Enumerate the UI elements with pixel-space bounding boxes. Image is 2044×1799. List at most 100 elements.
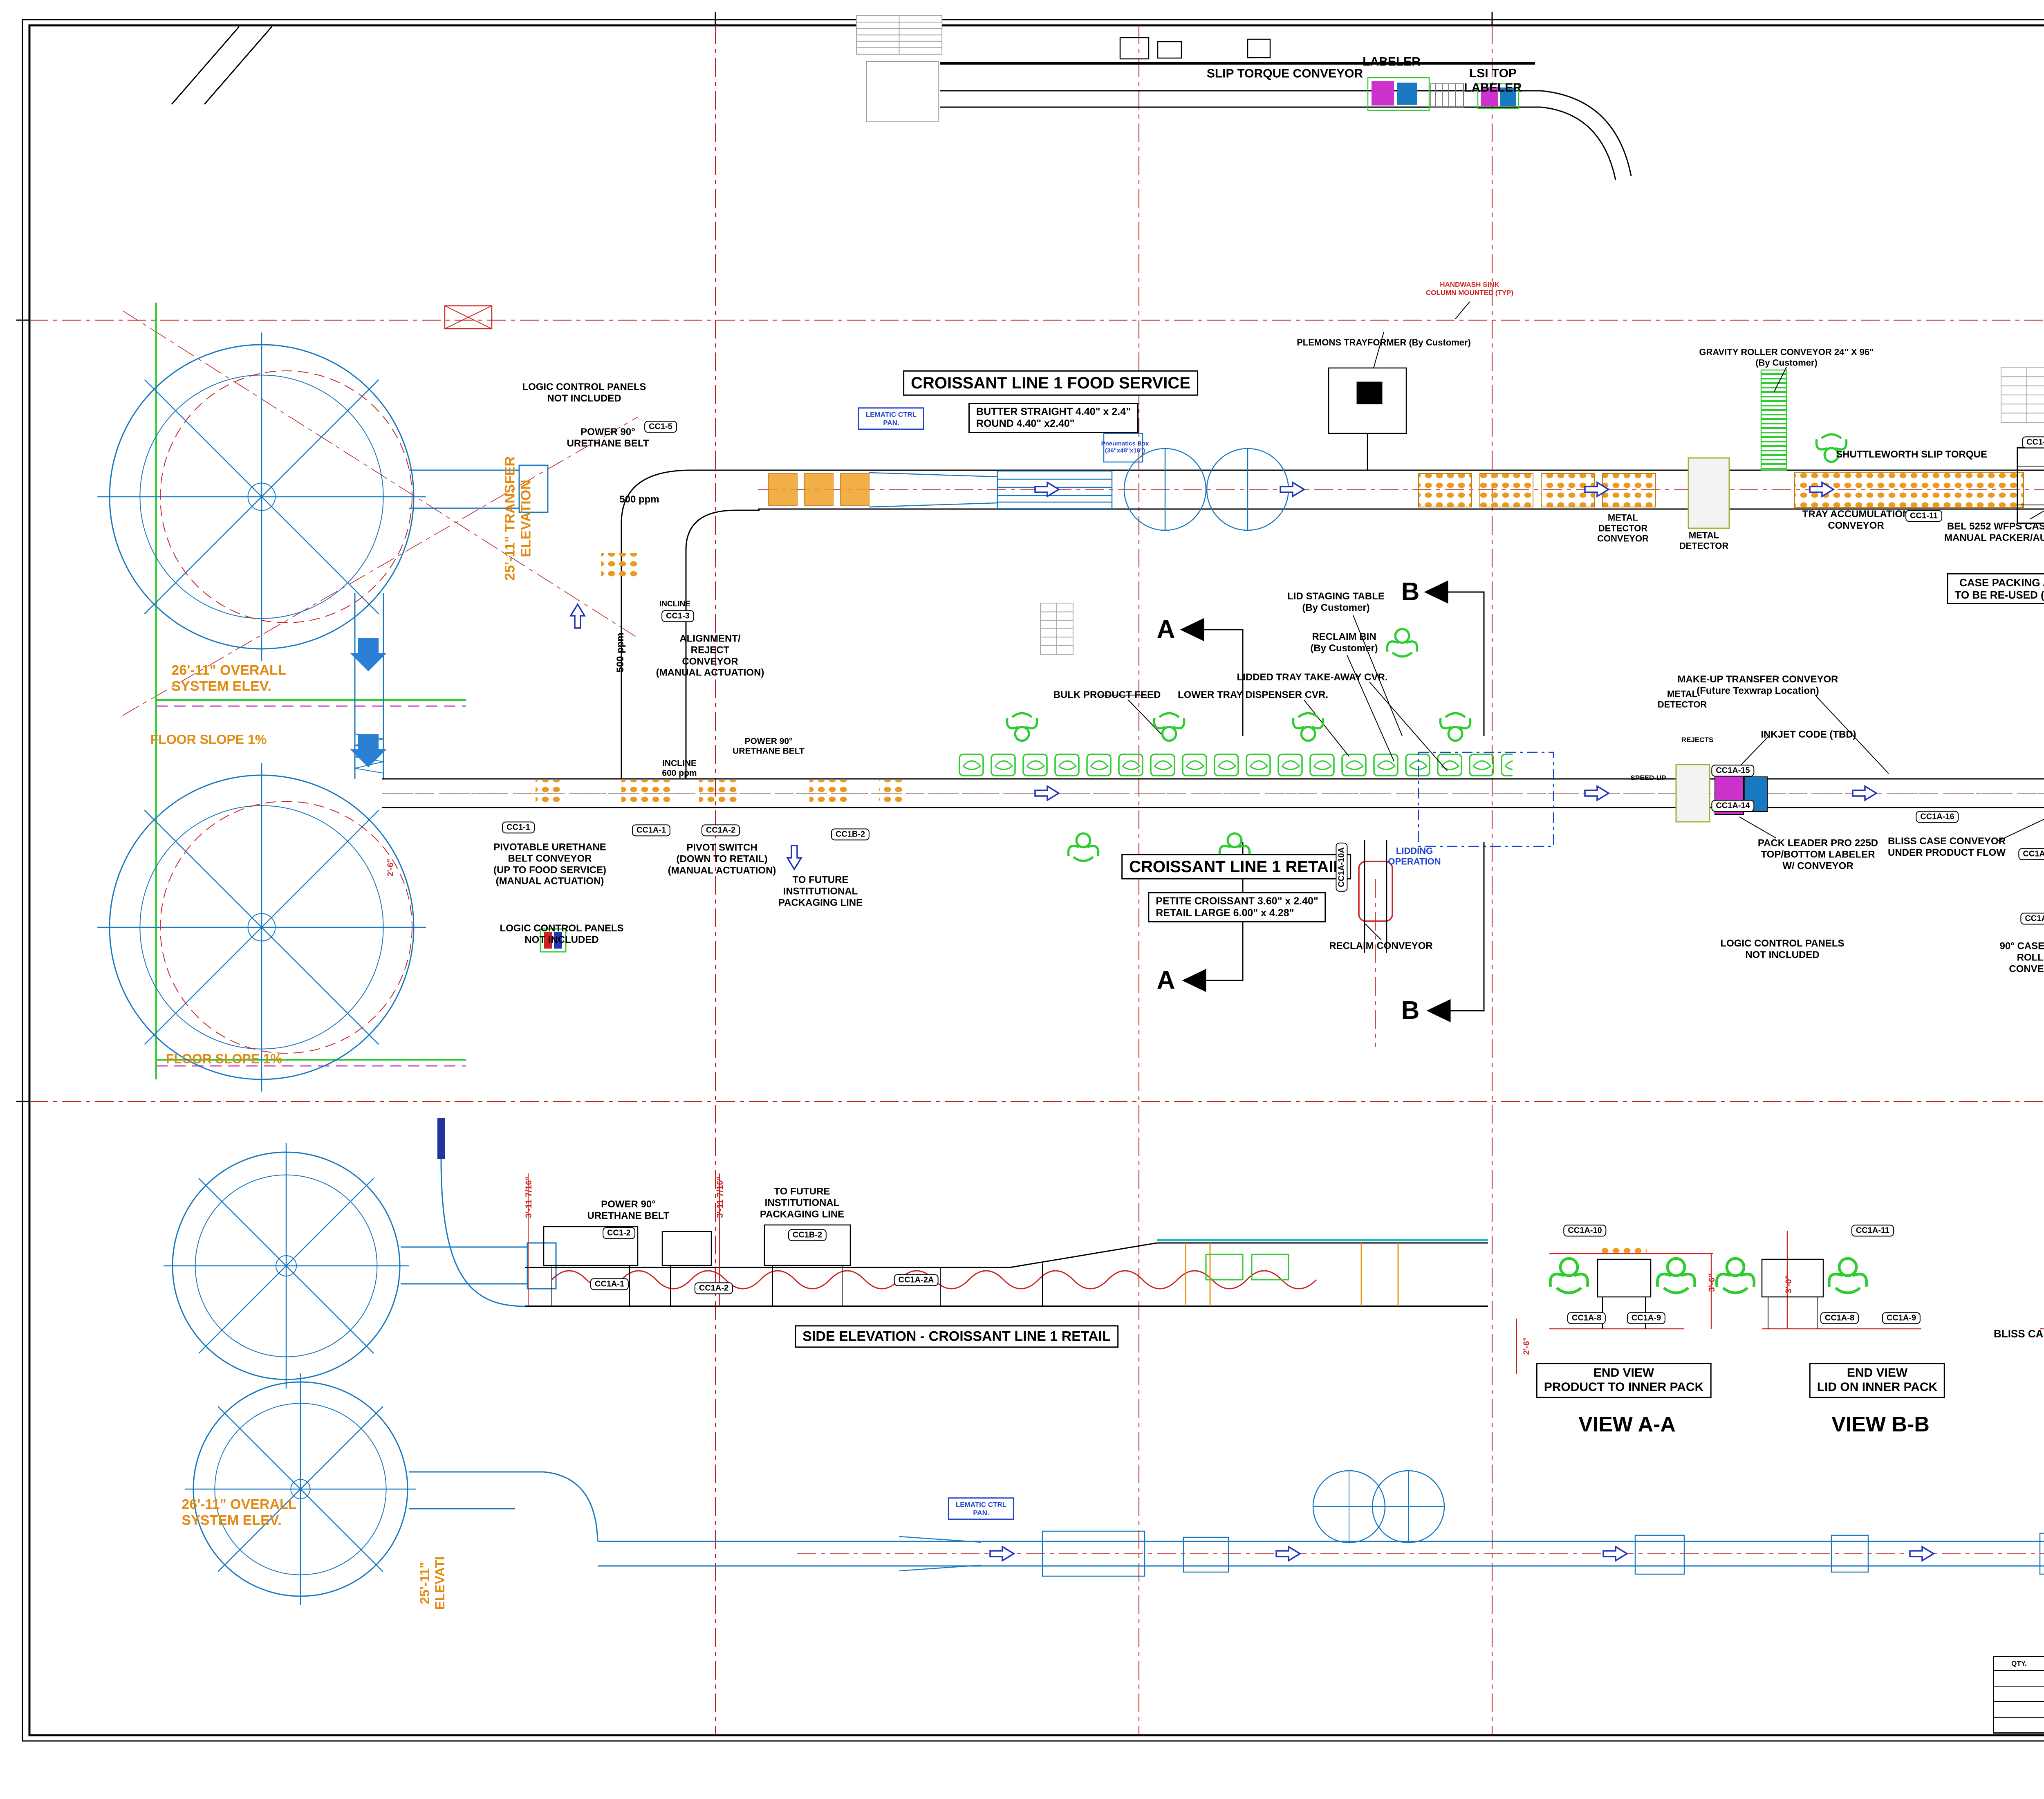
leader-lines <box>1100 301 2044 940</box>
to-future-label-1: TO FUTURE INSTITUTIONAL PACKAGING LINE <box>778 874 863 908</box>
reclaim-conveyor-label: RECLAIM CONVEYOR <box>1329 940 1433 952</box>
dim-3-0: 3'-0" <box>1784 1275 1793 1294</box>
lematic-label-1: LEMATIC CTRL PAN. <box>858 407 925 430</box>
butter-specs: BUTTER STRAIGHT 4.40" x 2.4" ROUND 4.40"… <box>968 403 1139 433</box>
equipment-tag: CC1B-2 <box>831 828 870 841</box>
floor-slope-label-1: FLOOR SLOPE 1% <box>150 732 267 747</box>
equipment-tag: CC1-11 <box>1905 510 1942 522</box>
case-turn-label: 90° CASE TURN ROLLER CONVEYOR <box>1999 940 2044 974</box>
reclaim-bin-label: RECLAIM BIN (By Customer) <box>1310 631 1378 654</box>
pneumatics-box-label: Pneumatics Box (36"x48"x18") <box>1101 440 1149 454</box>
power90-label-2: POWER 90° URETHANE BELT <box>733 736 805 756</box>
speed-up-label: SPEED-UP <box>1630 774 1666 782</box>
croissant-retail-title: CROISSANT LINE 1 RETAIL <box>1121 854 1351 880</box>
equipment-tag: CC1A-8 <box>1567 1312 1606 1324</box>
alignment-reject-label: ALIGNMENT/ REJECT CONVEYOR (MANUAL ACTUA… <box>656 633 764 678</box>
tray-accumulation-label: TRAY ACCUMULATION CONVEYOR <box>1802 509 1910 531</box>
pack-leader-label: PACK LEADER PRO 225D TOP/BOTTOM LABELER … <box>1757 837 1878 871</box>
section-b-bottom: B <box>1401 996 1420 1025</box>
dim-2-6-a: 2'-6" <box>386 859 395 877</box>
tower-connectors <box>354 464 598 1542</box>
power90-label-1: POWER 90° URETHANE BELT <box>567 426 649 449</box>
equipment-tag: CC1-3 <box>661 610 694 622</box>
logic-panels-label-2: LOGIC CONTROL PANELS NOT INCLUDED <box>500 923 624 945</box>
equipment-tag: CC1A-11 <box>1851 1225 1894 1237</box>
shuttleworth-label-1: SHUTTLEWORTH SLIP TORQUE <box>1836 449 1987 460</box>
case-packing-box: CASE PACKING ASSEMBLY TO BE RE-USED (POR… <box>1947 573 2044 605</box>
incline-600-label: INCLINE 600 ppm <box>662 758 697 778</box>
elev-label-cut: 25'-11" ELEVATI <box>417 1556 447 1610</box>
equipment-tag: CC1A-2 <box>694 1282 733 1294</box>
equipment-tag: CC1A-8 <box>1820 1312 1859 1324</box>
lid-staging-label: LID STAGING TABLE (By Customer) <box>1287 591 1385 613</box>
pivot-switch-label: PIVOT SWITCH (DOWN TO RETAIL) (MANUAL AC… <box>668 842 776 876</box>
end-view-b-box: END VIEW LID ON INNER PACK <box>1809 1363 1945 1398</box>
lidded-tray-label: LIDDED TRAY TAKE-AWAY CVR. <box>1237 672 1388 683</box>
top-conveyor <box>866 37 1632 180</box>
croissant-fs-title: CROISSANT LINE 1 FOOD SERVICE <box>903 370 1198 396</box>
lsi-top-labeler-label: LSI TOP LABELER <box>1464 67 1522 94</box>
to-future-label-2: TO FUTURE INSTITUTIONAL PACKAGING LINE <box>760 1186 845 1220</box>
equipment-tag: CC1A-9 <box>1882 1312 1921 1324</box>
equipment-tag: CC1A-21 <box>2020 913 2044 925</box>
inkjet-label-3: INKJET CODE (TBD) <box>1761 729 1856 740</box>
sheet-border <box>16 12 2044 1742</box>
logic-panels-label-1: LOGIC CONTROL PANELS NOT INCLUDED <box>522 381 646 404</box>
dim-3-11-a: 3'-11 7/16" <box>524 1176 533 1218</box>
equipment-tag: CC1A-2A <box>894 1274 939 1286</box>
section-a-top: A <box>1156 615 1175 644</box>
end-view-a-box: END VIEW PRODUCT TO INNER PACK <box>1536 1363 1712 1398</box>
retail-specs: PETITE CROISSANT 3.60" x 2.40" RETAIL LA… <box>1148 892 1326 922</box>
bliss-case-erector-label: BLISS CASE ERECTOR <box>1994 1327 2044 1340</box>
qty-cell: QTY. <box>1993 1656 2044 1734</box>
pivotable-belt-label: PIVOTABLE URETHANE BELT CONVEYOR (UP TO … <box>493 841 607 887</box>
overall-elev-label-1: 26'-11" OVERALL SYSTEM ELEV. <box>171 662 287 694</box>
equipment-tag: CC1-1 <box>502 821 535 834</box>
bliss-case-conveyor-label: BLISS CASE CONVEYOR UNDER PRODUCT FLOW <box>1887 836 2006 858</box>
equipment-tag: CC1A-15 <box>1711 765 1755 777</box>
ppm500-label-1: 500 ppm <box>619 494 659 505</box>
ppm500-label-2: 500 ppm <box>615 633 626 673</box>
handwash-sink-note: HANDWASH SINK COLUMN MOUNTED (TYP) <box>1425 280 1514 296</box>
equipment-tag: CC1B-2 <box>788 1229 827 1241</box>
section-a-bottom: A <box>1156 966 1175 995</box>
overall-elev-label-2: 26'-11" OVERALL SYSTEM ELEV. <box>182 1496 297 1528</box>
end-view-sketches <box>1549 1231 2044 1330</box>
labeler-label: LABELER <box>1363 55 1421 69</box>
make-up-transfer-label: MAKE-UP TRANSFER CONVEYOR (Future Texwra… <box>1677 674 1838 696</box>
floor-slope-label-2: FLOOR SLOPE 1% <box>166 1051 282 1066</box>
bulk-product-label: BULK PRODUCT FEED <box>1053 689 1161 701</box>
equipment-tag: CC1A-1 <box>632 824 671 837</box>
metal-detector-label-2: METAL DETECTOR <box>1657 689 1707 709</box>
lidding-operation-label: LIDDING OPERATION <box>1388 846 1441 866</box>
equipment-tag: CC1A-1 <box>590 1278 629 1290</box>
dim-3-6-a: 3'-6" <box>1707 1273 1717 1292</box>
incline-label-1: INCLINE <box>659 599 690 608</box>
qty-header: QTY. <box>1994 1657 2044 1671</box>
equipment-tag: CC1A-22 <box>2018 848 2044 860</box>
equipment-tag: CC1-2 <box>603 1227 635 1239</box>
equipment-tag: CC1A-9 <box>1627 1312 1666 1324</box>
spiral-towers <box>97 332 426 1605</box>
gravity-roller-96-label: GRAVITY ROLLER CONVEYOR 24" X 96" (By Cu… <box>1699 347 1874 368</box>
dim-2-6-b: 2'-6" <box>1522 1337 1531 1355</box>
view-aa: VIEW A-A <box>1578 1412 1676 1436</box>
bel-5252-label-1: BEL 5252 WFPS CASE FORMER/ MANUAL PACKER… <box>1944 521 2044 543</box>
section-b-top: B <box>1401 578 1420 606</box>
view-bb: VIEW B-B <box>1831 1412 1930 1436</box>
dim-3-11-b: 3'-11 7/16" <box>715 1176 725 1218</box>
grid-lines <box>29 25 2044 1735</box>
lematic-label-2: LEMATIC CTRL PAN. <box>948 1497 1015 1520</box>
transfer-elev-label: 25'-11" TRANSFER ELEVATION <box>502 456 534 581</box>
food-service-line <box>601 367 2044 779</box>
logic-panels-label-3: LOGIC CONTROL PANELS NOT INCLUDED <box>1720 938 1845 960</box>
bottom-plan-line <box>598 1470 2044 1577</box>
slip-torque-conveyor-label: SLIP TORQUE CONVEYOR <box>1206 67 1363 81</box>
section-markers <box>1180 580 1485 1023</box>
equipment-tag: CC1A-14 <box>1711 800 1755 812</box>
equipment-tag: CC1A-10 <box>1563 1225 1607 1237</box>
equipment-tag: CC1-5 <box>644 421 677 433</box>
side-elev-title: SIDE ELEVATION - CROISSANT LINE 1 RETAIL <box>795 1325 1118 1348</box>
